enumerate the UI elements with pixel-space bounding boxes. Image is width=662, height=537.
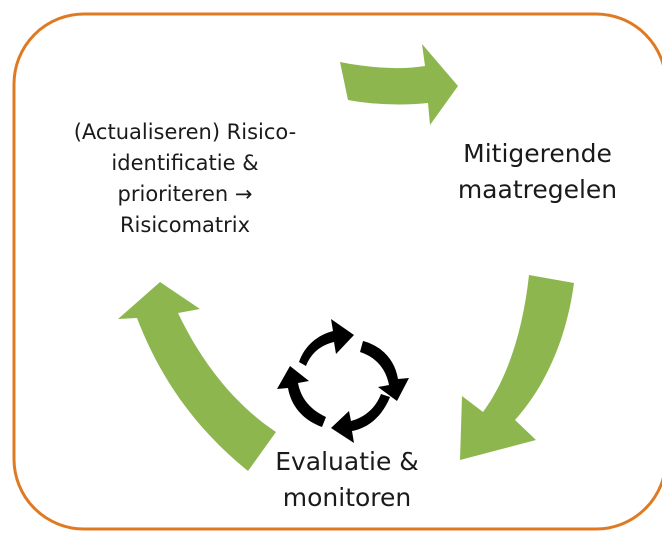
identify-line: identificatie & xyxy=(111,151,259,175)
identify-line: Risicomatrix xyxy=(119,213,251,237)
identify-line: (Actualiseren) Risico- xyxy=(73,120,297,144)
cycle-arrow-left xyxy=(118,282,276,471)
cycle-arrow-right xyxy=(460,275,574,460)
mitigate-line: maatregelen xyxy=(457,175,618,204)
identify-line: prioriteren → xyxy=(117,182,253,206)
step-identify-label: (Actualiseren) Risico- identificatie & p… xyxy=(40,117,330,241)
cycle-arrow-top xyxy=(340,44,458,125)
step-mitigate-label: Mitigerende maatregelen xyxy=(430,136,645,208)
mitigate-line: Mitigerende xyxy=(463,139,612,168)
step-evaluate-label: Evaluatie & monitoren xyxy=(252,444,442,516)
evaluate-line: Evaluatie & xyxy=(275,447,419,476)
circular-arrows-icon xyxy=(277,319,409,443)
evaluate-line: monitoren xyxy=(282,483,412,512)
